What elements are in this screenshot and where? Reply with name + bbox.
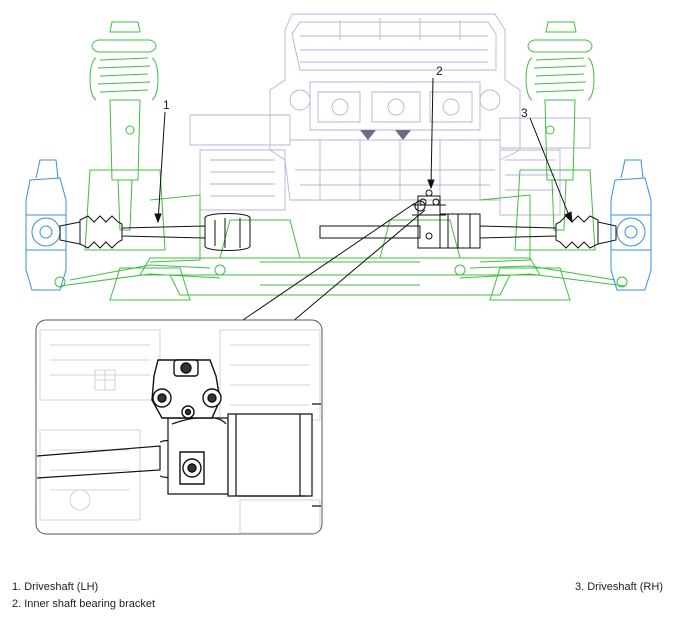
callout-1: 1 — [163, 98, 170, 112]
driveshaft-lh — [59, 213, 251, 251]
right-hub — [610, 159, 652, 291]
engine-block — [189, 13, 591, 216]
detail-inset — [35, 319, 323, 535]
callout-2: 2 — [436, 64, 443, 78]
diagram-svg — [25, 13, 652, 535]
left-suspension — [54, 21, 221, 288]
left-hub — [25, 159, 67, 291]
legend-item-inner-shaft-bearing-bracket: 2. Inner shaft bearing bracket — [12, 598, 156, 610]
callout-3: 3 — [521, 106, 528, 120]
driveshaft-diagram: 1 2 3 — [25, 13, 652, 535]
leader-lines — [154, 77, 573, 323]
legend-item-driveshaft-rh: 3. Driveshaft (RH) — [574, 581, 663, 593]
legend-item-driveshaft-lh: 1. Driveshaft (LH) — [12, 581, 99, 593]
driveshaft-rh — [319, 189, 617, 249]
subframe — [109, 219, 571, 301]
